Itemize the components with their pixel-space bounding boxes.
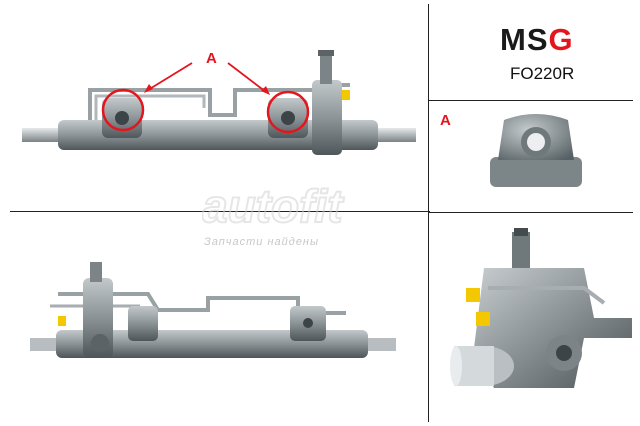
valve-housing-closeup — [450, 228, 632, 388]
vertical-divider — [428, 4, 429, 422]
brand-logo: MSG — [500, 22, 574, 58]
callout-label-detail: A — [440, 112, 451, 129]
svg-text:autofit: autofit — [202, 180, 344, 232]
watermark-caption: Запчасти найдены — [204, 236, 320, 248]
part-number: FO220R — [510, 64, 575, 83]
watermark-logo: autofit — [202, 179, 345, 233]
right-middle-divider — [428, 212, 633, 213]
steering-rack-top-view — [22, 50, 416, 155]
left-horizontal-divider — [10, 211, 430, 212]
mount-detail-image — [490, 114, 582, 187]
brand-logo-prefix: MS — [500, 22, 549, 57]
steering-rack-bottom-view — [30, 262, 396, 358]
callout-label-main: A — [206, 50, 217, 67]
right-top-divider — [428, 100, 633, 101]
brand-logo-accent: G — [548, 22, 574, 57]
